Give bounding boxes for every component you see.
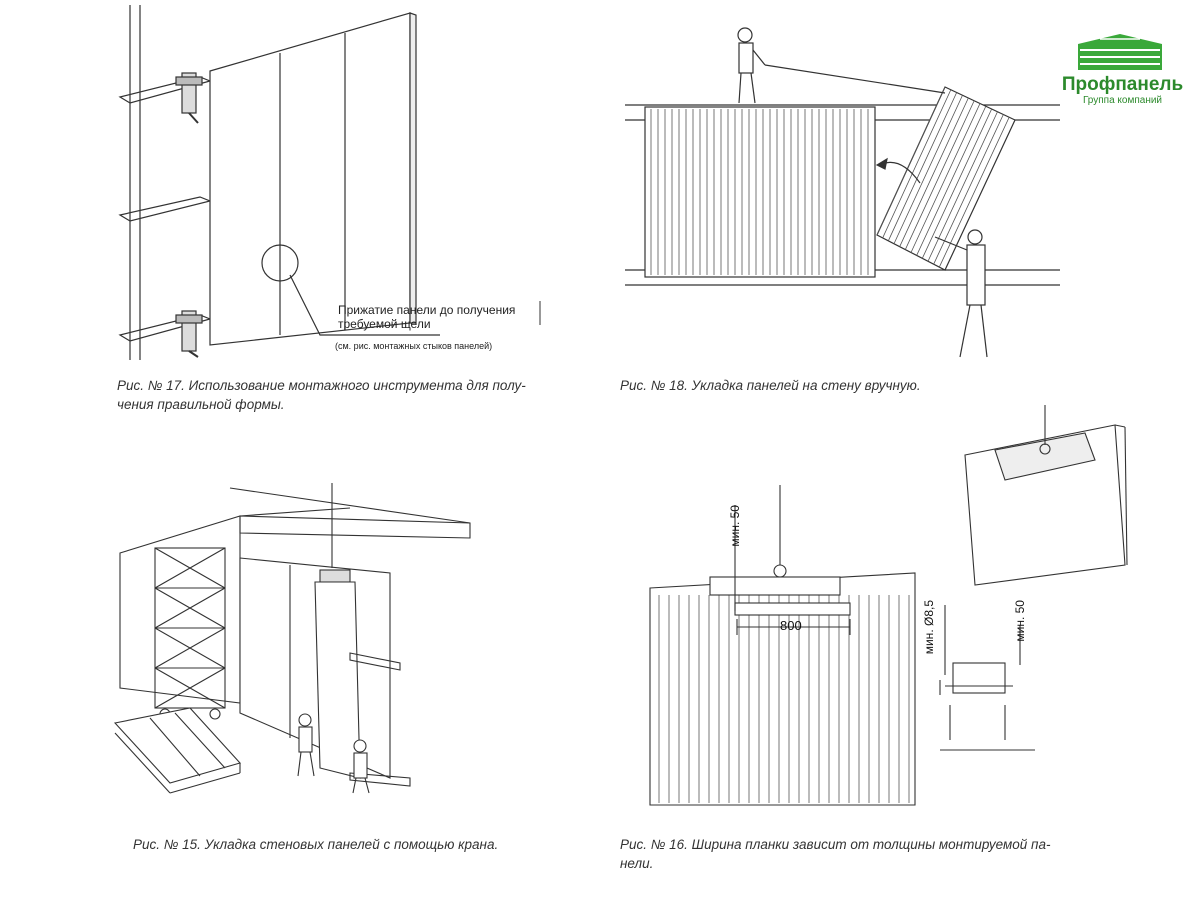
fig17-caption-line1: Рис. № 17. Использование монтажного инст… bbox=[117, 378, 526, 393]
company-logo: Профпанель Группа компаний bbox=[1050, 30, 1190, 106]
fig16-dim-min50-left: мин. 50 bbox=[728, 505, 742, 547]
figure-15-caption: Рис. № 15. Укладка стеновых панелей с по… bbox=[133, 837, 499, 852]
fig17-note-line3: (см. рис. монтажных стыков панелей) bbox=[335, 341, 493, 351]
worker-bottom-icon bbox=[934, 229, 988, 358]
figure-15-drawing bbox=[110, 478, 490, 808]
worker-top-icon bbox=[737, 27, 766, 104]
fig16-dim-d85: мин. Ø8,5 bbox=[922, 600, 936, 655]
figure-18-drawing bbox=[615, 15, 1065, 365]
figure-17-drawing: Прижатие панели до получения требуемой щ… bbox=[110, 5, 560, 365]
logo-subtitle: Группа компаний bbox=[1082, 95, 1163, 106]
fig16-caption-line1: Рис. № 16. Ширина планки зависит от толщ… bbox=[620, 837, 1051, 852]
logo-building-icon bbox=[1078, 34, 1162, 70]
fig17-note-line1: Прижатие панели до получения bbox=[338, 303, 516, 317]
fig16-dim-800: 800 bbox=[780, 618, 802, 633]
clamp-top-icon bbox=[175, 72, 203, 124]
fig17-note-line2: требуемой щели bbox=[338, 317, 431, 331]
figure-16-drawing: мин. 50 800 мин. Ø8,5 мин. 50 bbox=[615, 405, 1145, 815]
logo-name: Профпанель bbox=[1061, 74, 1184, 95]
fig16-caption-line2: нели. bbox=[620, 856, 654, 871]
worker-left-icon bbox=[297, 713, 315, 777]
figure-18-caption: Рис. № 18. Укладка панелей на стену вруч… bbox=[620, 378, 921, 393]
clamp-bottom-icon bbox=[175, 310, 203, 358]
figure-17-caption: Рис. № 17. Использование монтажного инст… bbox=[117, 376, 577, 414]
worker-right-icon bbox=[352, 739, 370, 794]
panel-stack-icon bbox=[113, 707, 242, 794]
fig16-dim-min50-right: мин. 50 bbox=[1013, 600, 1027, 642]
figure-16-caption: Рис. № 16. Ширина планки зависит от толщ… bbox=[620, 835, 1090, 873]
fig17-caption-line2: чения правильной формы. bbox=[117, 397, 285, 412]
